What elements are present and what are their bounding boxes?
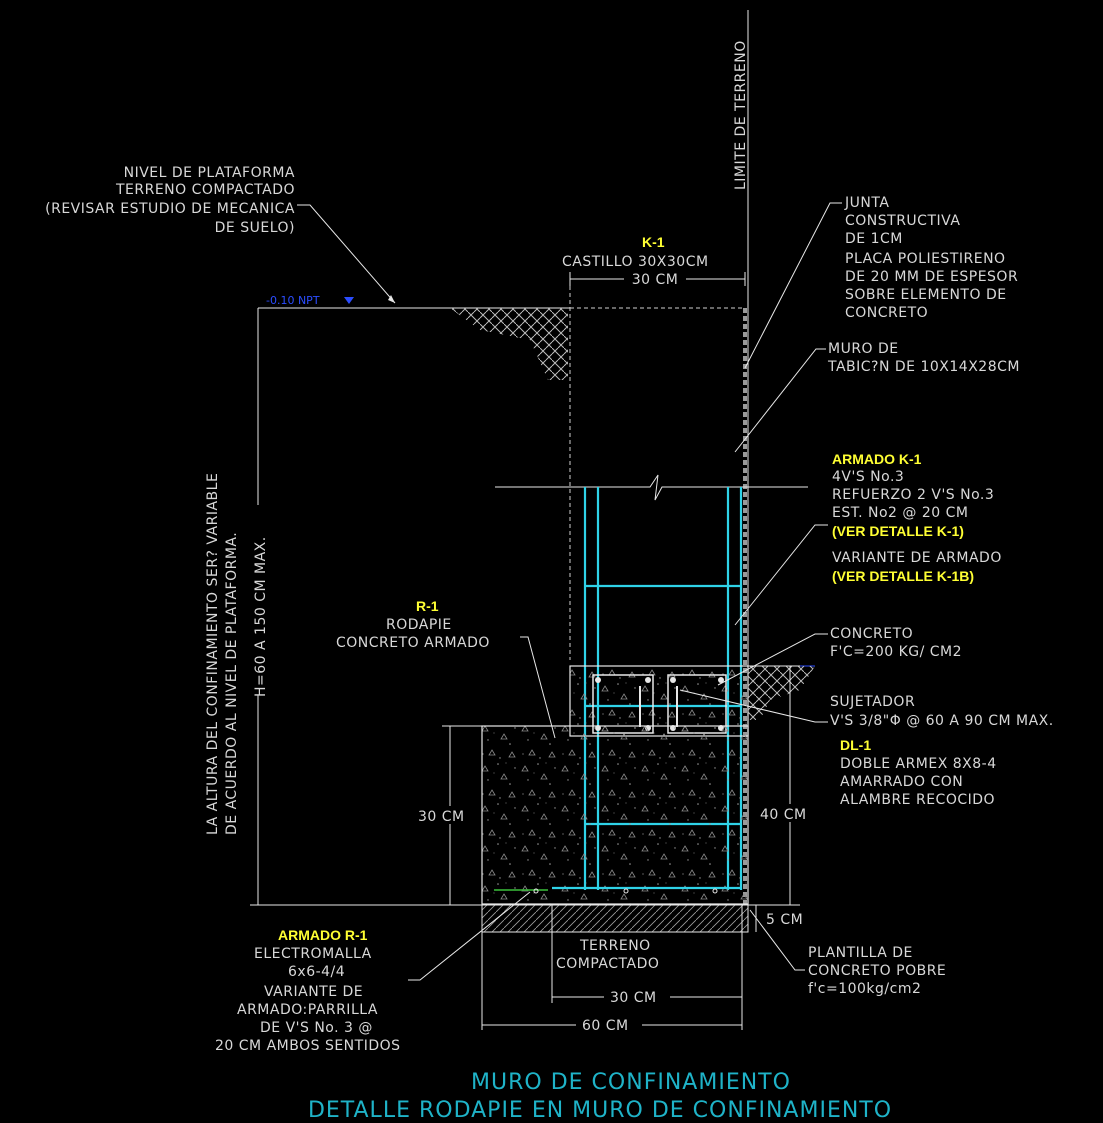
- dim-40-right: 40 CM: [760, 807, 807, 823]
- bottom-bar-dots: [533, 888, 718, 894]
- armado-r1-2: 6x6-4/4: [288, 964, 345, 980]
- armado-r1-6: 20 CM AMBOS SENTIDOS: [215, 1038, 401, 1054]
- dim-30-bottom: 30 CM: [610, 990, 657, 1006]
- junta-2: CONSTRUCTIVA: [845, 213, 960, 229]
- nivel-line-4: DE SUELO): [215, 220, 295, 236]
- plantilla-1: PLANTILLA DE: [808, 945, 913, 961]
- nivel-leader: [297, 204, 396, 304]
- dim-30-bottom-bg: [604, 988, 670, 1004]
- muro-2: TABIC?N DE 10X14X28CM: [827, 359, 1020, 375]
- armado-r1-leader: [408, 891, 531, 981]
- nivel-line-3: (REVISAR ESTUDIO DE MECANICA: [45, 201, 295, 217]
- nivel-line-1: NIVEL DE PLATAFORMA: [124, 165, 295, 181]
- plantilla-leader: [749, 909, 805, 971]
- dim-30-top-bg: [624, 270, 686, 286]
- junta-7: CONCRETO: [845, 305, 928, 321]
- dl1-tag: DL-1: [840, 737, 871, 753]
- junta-5: DE 20 MM DE ESPESOR: [845, 269, 1018, 285]
- junta-4: PLACA POLIESTIRENO: [845, 251, 1006, 267]
- r1-desc-1: RODAPIE: [386, 617, 452, 633]
- dl1-2: AMARRADO CON: [840, 774, 963, 790]
- sujetador-leader: [679, 689, 828, 723]
- title-line-1: MURO DE CONFINAMIENTO: [471, 1070, 791, 1095]
- dim-30-left-bg: [414, 806, 480, 824]
- muro-leader: [734, 348, 826, 453]
- variante-label: VARIANTE DE ARMADO: [832, 550, 1002, 566]
- dim-h-label: H=60 A 150 CM MAX.: [253, 536, 269, 697]
- ver-k1: (VER DETALLE K-1): [832, 523, 964, 539]
- k1-tag: K-1: [642, 234, 665, 250]
- dim-60-bottom: 60 CM: [582, 1018, 629, 1034]
- terreno-2: COMPACTADO: [556, 956, 659, 972]
- nivel-line-2: TERRENO COMPACTADO: [115, 182, 295, 198]
- junta-leader: [744, 202, 842, 369]
- armado-k1-1: 4V'S No.3: [832, 469, 904, 485]
- k1-desc: CASTILLO 30X30CM: [562, 254, 709, 270]
- sujetador-2: V'S 3/8"Φ @ 60 A 90 CM MAX.: [830, 713, 1054, 729]
- armado-k1-leader: [734, 524, 828, 626]
- plantilla-block: [481, 904, 749, 933]
- rodapie-block: [481, 725, 749, 905]
- concreto-2: F'C=200 KG/ CM2: [830, 644, 962, 660]
- dim-30-left: 30 CM: [418, 809, 465, 825]
- vertical-note-1: LA ALTURA DEL CONFINAMIENTO SER? VARIABL…: [205, 473, 221, 835]
- concreto-1: CONCRETO: [830, 626, 913, 642]
- armado-r1-1: ELECTROMALLA: [254, 946, 372, 962]
- break-line: [495, 474, 808, 501]
- dim-h-bg: [251, 505, 267, 695]
- armado-k1-3: EST. No2 @ 20 CM: [832, 505, 969, 521]
- dl1-1: DOBLE ARMEX 8X8-4: [840, 756, 997, 772]
- npt-triangle-icon: [344, 297, 354, 304]
- armado-k1-tag: ARMADO K-1: [832, 451, 922, 467]
- nivel-plataforma-note: NIVEL DE PLATAFORMA TERRENO COMPACTADO (…: [45, 165, 295, 236]
- armado-r1-3: VARIANTE DE: [264, 984, 363, 1000]
- muro-1: MURO DE: [828, 341, 899, 357]
- junta-3: DE 1CM: [845, 231, 903, 247]
- r1-desc-2: CONCRETO ARMADO: [336, 635, 490, 651]
- dim-40-bg: [758, 804, 824, 822]
- vertical-note-2: DE ACUERDO AL NIVEL DE PLATAFORMA.: [224, 532, 240, 835]
- junta-note: JUNTA CONSTRUCTIVA DE 1CM PLACA POLIESTI…: [844, 195, 1018, 321]
- armado-k1-2: REFUERZO 2 V'S No.3: [832, 487, 994, 503]
- soil-hatch-upper: [450, 308, 568, 380]
- plantilla-3: f'c=100kg/cm2: [808, 981, 921, 997]
- r1-leader: [520, 636, 556, 739]
- ver-k1b: (VER DETALLE K-1B): [832, 568, 974, 584]
- muro-note: MURO DE TABIC?N DE 10X14X28CM: [827, 341, 1020, 375]
- junta-6: SOBRE ELEMENTO DE: [845, 287, 1007, 303]
- title-line-2: DETALLE RODAPIE EN MURO DE CONFINAMIENTO: [308, 1098, 892, 1123]
- concreto-leader: [717, 633, 828, 686]
- armado-r1-tag: ARMADO R-1: [278, 927, 368, 943]
- plantilla-2: CONCRETO POBRE: [808, 963, 946, 979]
- sujetador-1: SUJETADOR: [830, 694, 915, 710]
- terreno-1: TERRENO: [579, 938, 651, 954]
- junta-1: JUNTA: [844, 195, 889, 211]
- r1-tag: R-1: [416, 598, 439, 614]
- nivel-arrow: [388, 295, 395, 303]
- armado-r1-4: ARMADO:PARRILLA: [237, 1002, 378, 1018]
- armado-r1-5: DE V'S No. 3 @: [260, 1020, 373, 1036]
- limite-label: LIMITE DE TERRENO: [733, 40, 749, 190]
- dim-60-bg: [576, 1016, 642, 1032]
- dl1-3: ALAMBRE RECOCIDO: [840, 792, 995, 808]
- soil-hatch-right: [748, 666, 815, 720]
- npt-label: -0.10 NPT: [266, 294, 320, 307]
- dim-5: 5 CM: [766, 912, 803, 928]
- dim-30-top: 30 CM: [632, 272, 679, 288]
